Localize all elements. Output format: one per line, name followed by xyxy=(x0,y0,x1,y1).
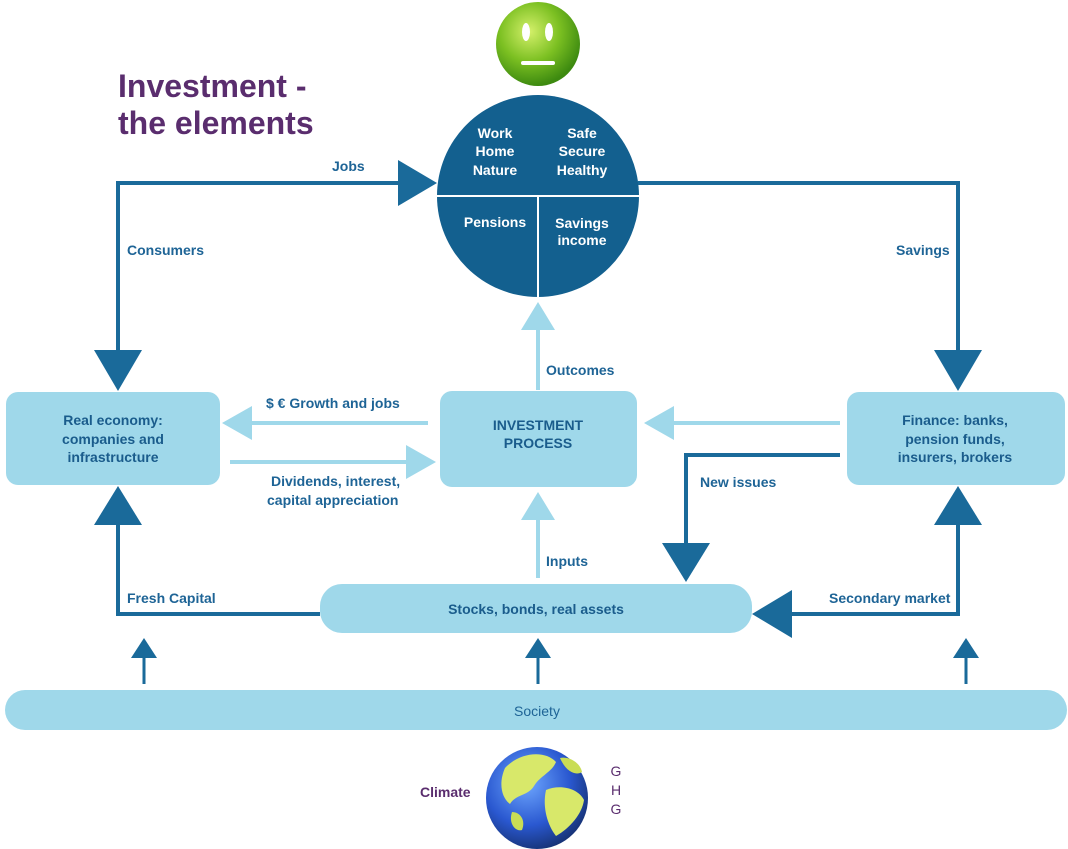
new-issues-connector xyxy=(684,453,840,545)
savings-arrowhead xyxy=(934,350,982,391)
fresh-capital-label: Fresh Capital xyxy=(127,590,216,606)
finance-line-1: Finance: banks, xyxy=(902,412,1008,428)
outcomes-label: Outcomes xyxy=(546,362,615,378)
real-economy-line-3: infrastructure xyxy=(67,449,158,465)
consumers-label: Consumers xyxy=(127,242,204,258)
wellbeing-circle: Work Home Nature Safe Secure Healthy Pen… xyxy=(435,95,640,297)
inputs-label: Inputs xyxy=(546,553,588,569)
investment-process-line-1: INVESTMENT xyxy=(493,417,584,433)
circle-savings: Savings xyxy=(555,215,609,231)
finance-line-2: pension funds, xyxy=(905,431,1005,447)
circle-pensions: Pensions xyxy=(464,214,526,230)
circle-work: Work xyxy=(478,125,513,141)
society-bar xyxy=(5,690,1067,730)
savings-connector xyxy=(638,181,960,350)
ghg-letter-3: G xyxy=(611,801,622,817)
circle-safe: Safe xyxy=(567,125,597,141)
jobs-arrowhead xyxy=(398,160,437,206)
investment-process-line-2: PROCESS xyxy=(504,435,572,451)
title-line-2: the elements xyxy=(118,105,314,141)
ghg-letter-1: G xyxy=(611,763,622,779)
secondary-market-label: Secondary market xyxy=(829,590,951,606)
ghg-letter-2: H xyxy=(611,782,621,798)
dividends-label-line-1: Dividends, interest, xyxy=(271,473,400,489)
society-up-arrow-left xyxy=(131,638,157,684)
circle-secure: Secure xyxy=(559,143,606,159)
fresh-capital-connector xyxy=(116,523,320,616)
finance-box xyxy=(847,392,1065,485)
fresh-capital-arrowhead xyxy=(94,486,142,525)
title-line-1: Investment - xyxy=(118,68,306,104)
savings-label: Savings xyxy=(896,242,950,258)
outcomes-arrowhead xyxy=(521,302,555,330)
jobs-label: Jobs xyxy=(332,158,365,174)
circle-income: income xyxy=(557,232,606,248)
new-issues-arrowhead xyxy=(662,543,710,582)
secondary-market-connector xyxy=(790,522,960,616)
real-economy-line-1: Real economy: xyxy=(63,412,163,428)
growth-label: $ € Growth and jobs xyxy=(266,395,400,411)
real-economy-box xyxy=(6,392,220,485)
new-issues-label: New issues xyxy=(700,474,776,490)
secondary-market-arrowhead xyxy=(752,590,792,638)
stocks-box xyxy=(320,584,752,633)
climate-label: Climate xyxy=(420,784,471,800)
finance-line-3: insurers, brokers xyxy=(898,449,1013,465)
society-up-arrow-right xyxy=(953,638,979,684)
circle-healthy: Healthy xyxy=(557,162,608,178)
inputs-arrowhead xyxy=(521,492,555,520)
finance-up-arrowhead xyxy=(934,486,982,525)
investment-process-box xyxy=(440,391,637,487)
consumers-arrowhead xyxy=(94,350,142,391)
finance-to-process-arrowhead xyxy=(644,406,674,440)
stocks-label: Stocks, bonds, real assets xyxy=(448,601,624,617)
globe-icon xyxy=(486,747,588,849)
jobs-consumers-connector xyxy=(116,181,400,352)
growth-arrowhead xyxy=(222,406,252,440)
real-economy-line-2: companies and xyxy=(62,431,164,447)
dividends-arrowhead xyxy=(406,445,436,479)
dividends-label-line-2: capital appreciation xyxy=(267,492,398,508)
society-up-arrow-center xyxy=(525,638,551,684)
neutral-face-icon xyxy=(496,2,580,86)
circle-home: Home xyxy=(476,143,515,159)
circle-nature: Nature xyxy=(473,162,518,178)
society-label: Society xyxy=(514,703,560,719)
